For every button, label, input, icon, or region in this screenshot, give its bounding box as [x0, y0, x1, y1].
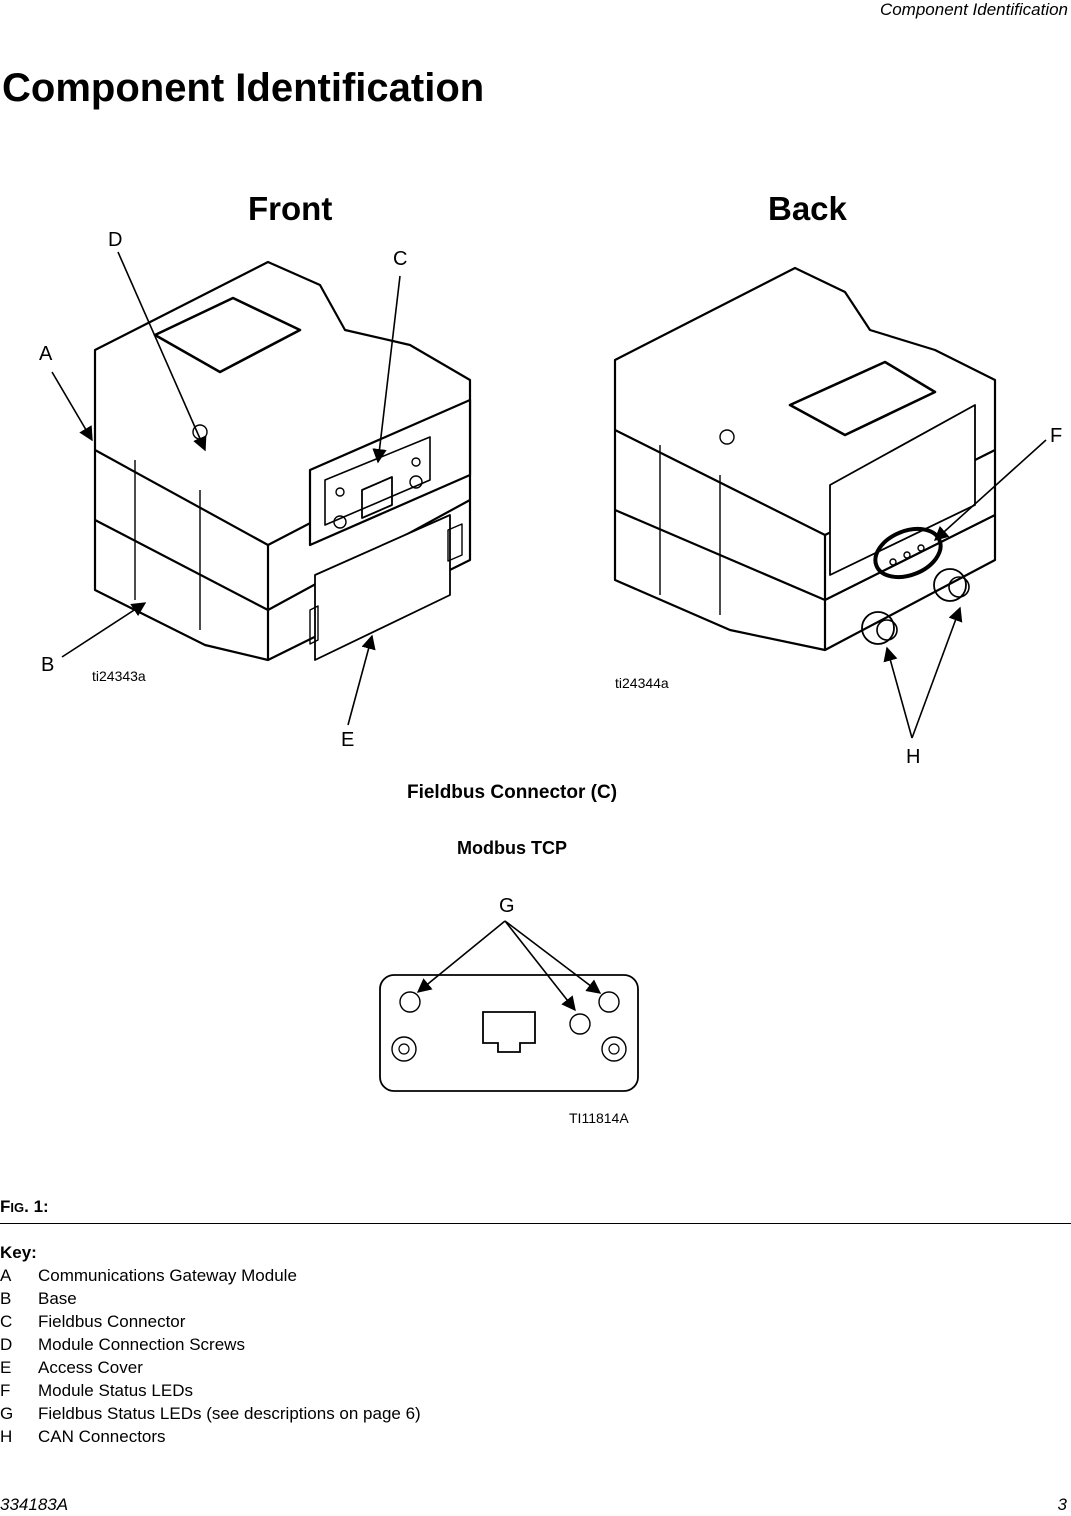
key-text: CAN Connectors: [38, 1427, 166, 1446]
key-text: Access Cover: [38, 1358, 143, 1377]
running-header: Component Identification: [879, 0, 1068, 19]
key-item: A Communications Gateway Module: [0, 1265, 421, 1288]
figure-caption: FIG. 1:: [0, 1197, 49, 1216]
component-illustration: [51, 251, 1047, 1092]
page-title: Component Identification: [2, 66, 485, 110]
key-item: B Base: [0, 1288, 421, 1311]
key-text: Fieldbus Connector: [38, 1312, 186, 1331]
key-text: Base: [38, 1289, 77, 1308]
key-letter: H: [0, 1427, 13, 1446]
callout-A: A: [39, 343, 53, 365]
key-text: Communications Gateway Module: [38, 1266, 297, 1285]
front-module-drawing: [93, 260, 472, 662]
key-item: E Access Cover: [0, 1357, 421, 1380]
key-item: H CAN Connectors: [0, 1426, 421, 1449]
connector-figure-id: TI11814A: [569, 1110, 629, 1126]
key-letter: B: [0, 1289, 12, 1308]
callout-F: F: [1050, 425, 1063, 447]
caption-divider: [0, 1223, 1071, 1224]
key-heading: Key:: [0, 1243, 37, 1262]
front-leaders: [51, 251, 401, 726]
callout-C: C: [393, 248, 408, 270]
key-letter: C: [0, 1312, 13, 1331]
key-letter: F: [0, 1381, 11, 1400]
key-letter: E: [0, 1358, 12, 1377]
callout-G: G: [499, 895, 515, 917]
callout-H: H: [906, 746, 921, 768]
doc-number: 334183A: [0, 1495, 69, 1514]
connector-leaders: [416, 920, 602, 1012]
front-view-label: Front: [248, 190, 333, 227]
key-letter: A: [0, 1266, 12, 1285]
callout-D: D: [108, 229, 123, 251]
connector-title: Fieldbus Connector (C): [406, 782, 618, 803]
protocol-title: Modbus TCP: [457, 838, 567, 858]
key-letter: G: [0, 1404, 14, 1423]
front-figure-id: ti24343a: [92, 668, 146, 684]
callout-B: B: [41, 654, 55, 676]
key-item: G Fieldbus Status LEDs (see descriptions …: [0, 1403, 421, 1426]
key-item: C Fieldbus Connector: [0, 1311, 421, 1334]
back-view-label: Back: [768, 190, 847, 227]
key-letter: D: [0, 1335, 13, 1354]
back-module-drawing: [613, 266, 997, 652]
key-text: Module Status LEDs: [38, 1381, 193, 1400]
key-item: F Module Status LEDs: [0, 1380, 421, 1403]
key-item: D Module Connection Screws: [0, 1334, 421, 1357]
back-figure-id: ti24344a: [615, 675, 669, 691]
page-number: 3: [1057, 1495, 1067, 1514]
back-leaders: [883, 439, 1047, 739]
key-list: A Communications Gateway Module B Base C Fi…: [0, 1265, 421, 1449]
key-text: Module Connection Screws: [38, 1335, 245, 1354]
key-text: Fieldbus Status LEDs (see descriptions o…: [38, 1404, 421, 1423]
callout-E: E: [341, 729, 355, 751]
